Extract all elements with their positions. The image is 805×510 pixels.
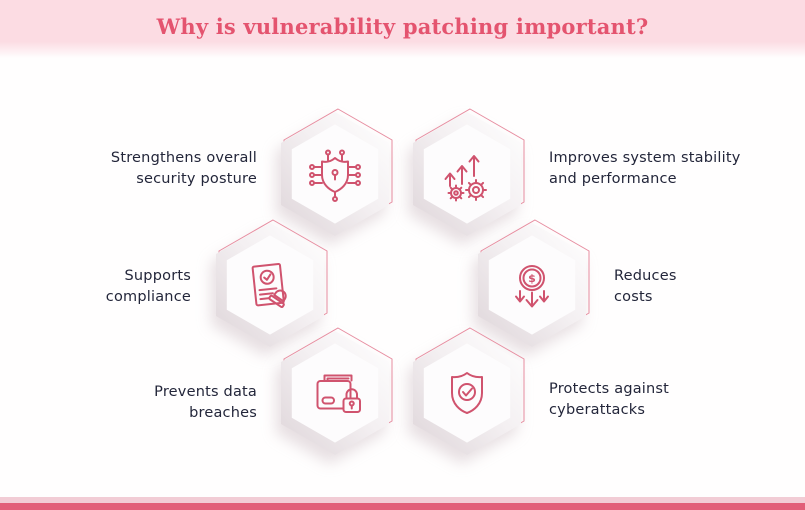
label-data-breaches: Prevents data breaches — [154, 384, 257, 421]
document-stamp-icon — [216, 219, 328, 347]
hexagon-diagram: Strengthens overall security posture Imp… — [0, 58, 805, 497]
footer-stripe-light — [0, 497, 805, 503]
label-reduce-costs: Reduces costs — [614, 268, 677, 305]
shield-check-icon — [413, 327, 525, 455]
hex-tile-system-stability — [406, 106, 530, 240]
coin-down-arrows-icon: $ — [478, 219, 590, 347]
wallet-lock-icon — [281, 327, 393, 455]
hex-tile-security-posture — [274, 106, 398, 240]
label-security-posture: Strengthens overall security posture — [110, 150, 257, 187]
growth-gears-icon — [413, 108, 525, 236]
footer-stripe-dark — [0, 503, 805, 510]
label-cyberattacks: Protects against cyberattacks — [549, 381, 670, 418]
header-band: Why is vulnerability patching important? — [0, 0, 805, 58]
shield-network-icon — [281, 108, 393, 236]
label-compliance: Supports compliance — [105, 268, 191, 305]
hex-tile-cyberattacks — [406, 325, 530, 459]
hex-tile-reduce-costs: $ — [471, 217, 595, 351]
page-title: Why is vulnerability patching important? — [156, 13, 649, 39]
label-system-stability: Improves system stability and performanc… — [549, 150, 741, 187]
dollar-sign: $ — [528, 272, 536, 285]
hex-tile-data-breaches — [274, 325, 398, 459]
hex-tile-compliance — [209, 217, 333, 351]
